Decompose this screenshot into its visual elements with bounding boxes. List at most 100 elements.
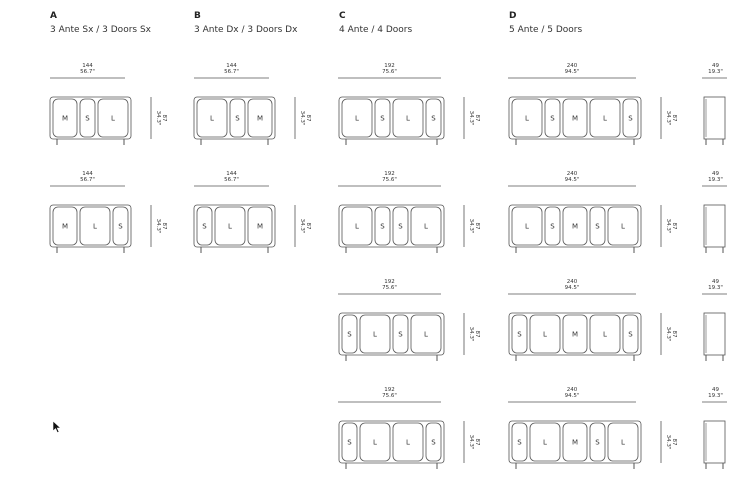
door-size-label: S (431, 115, 436, 123)
height-in-label: 34.3" (468, 327, 474, 342)
door-panel (562, 98, 588, 138)
column-b-letter: B (194, 11, 201, 21)
height-cm-label: 87 (671, 439, 677, 446)
door-size-label: S (398, 223, 403, 231)
door-size-label: S (628, 115, 633, 123)
width-in-label: 75.6" (382, 69, 397, 75)
height-in-label: 34.3" (468, 111, 474, 126)
depth-in-label: 19.3" (708, 285, 723, 291)
door-size-label: L (603, 331, 607, 339)
height-in-label: 34.3" (665, 435, 671, 450)
door-panel (511, 98, 543, 138)
door-size-label: L (406, 439, 410, 447)
cabinet-outline (508, 204, 642, 248)
door-panel (359, 314, 391, 354)
width-in-label: 56.7" (80, 69, 95, 75)
door-panel (529, 314, 561, 354)
width-in-label: 75.6" (382, 393, 397, 399)
door-panel (214, 206, 246, 246)
door-size-label: L (621, 223, 625, 231)
column-d-subtitle: 5 Ante / 5 Doors (509, 25, 583, 35)
door-panel (410, 206, 442, 246)
door-size-label: M (62, 223, 68, 231)
door-panel (589, 422, 606, 462)
door-size-label: S (550, 115, 555, 123)
door-size-label: M (257, 223, 263, 231)
door-size-label: M (572, 223, 578, 231)
height-cm-label: 87 (474, 115, 480, 122)
door-size-label: L (111, 115, 115, 123)
door-panel (392, 422, 424, 462)
door-size-label: M (572, 331, 578, 339)
door-size-label: S (235, 115, 240, 123)
side-view-outline (703, 312, 726, 356)
door-size-label: M (257, 115, 263, 123)
door-size-label: L (543, 439, 547, 447)
height-in-label: 34.3" (665, 327, 671, 342)
door-size-label: L (525, 115, 529, 123)
door-size-label: S (550, 223, 555, 231)
column-c-letter: C (339, 11, 346, 21)
door-size-label: L (543, 331, 547, 339)
door-panel (562, 422, 588, 462)
door-size-label: M (62, 115, 68, 123)
door-size-label: L (424, 331, 428, 339)
door-size-label: L (621, 439, 625, 447)
cabinet-outline (338, 96, 445, 140)
depth-in-label: 19.3" (708, 177, 723, 183)
width-in-label: 94.5" (565, 285, 580, 291)
door-panel (425, 422, 442, 462)
height-cm-label: 87 (305, 223, 311, 230)
door-size-label: L (355, 115, 359, 123)
door-panel (359, 422, 391, 462)
door-size-label: S (202, 223, 207, 231)
door-panel (97, 98, 129, 138)
door-panel (341, 314, 358, 354)
column-d-letter: D (509, 11, 517, 21)
width-in-label: 56.7" (224, 177, 239, 183)
width-cm-label: 240 (567, 63, 578, 69)
door-panel (79, 98, 96, 138)
door-panel (229, 98, 246, 138)
height-in-label: 34.3" (155, 219, 161, 234)
door-size-label: S (85, 115, 90, 123)
height-cm-label: 87 (161, 223, 167, 230)
height-cm-label: 87 (671, 115, 677, 122)
width-cm-label: 192 (384, 63, 395, 69)
door-panel (589, 314, 621, 354)
door-size-label: S (380, 223, 385, 231)
door-panel (589, 206, 606, 246)
depth-in-label: 19.3" (708, 393, 723, 399)
depth-cm-label: 49 (712, 387, 719, 393)
height-cm-label: 87 (671, 223, 677, 230)
door-size-label: L (228, 223, 232, 231)
cabinet-outline (338, 420, 445, 464)
door-size-label: S (398, 331, 403, 339)
cabinet-outline (193, 204, 276, 248)
door-panel (52, 98, 78, 138)
door-panel (341, 206, 373, 246)
cabinet-outline (49, 204, 132, 248)
door-size-label: M (572, 439, 578, 447)
cabinet-outline (508, 96, 642, 140)
door-panel (562, 314, 588, 354)
cabinet-outline (193, 96, 276, 140)
height-cm-label: 87 (474, 223, 480, 230)
door-panel (511, 314, 528, 354)
door-size-label: S (628, 331, 633, 339)
door-panel (529, 422, 561, 462)
door-size-label: S (347, 439, 352, 447)
cabinet-outline (338, 312, 445, 356)
height-cm-label: 87 (474, 331, 480, 338)
cabinet-outline (49, 96, 132, 140)
door-panel (544, 98, 561, 138)
door-panel (247, 206, 273, 246)
width-in-label: 94.5" (565, 393, 580, 399)
door-panel (374, 206, 391, 246)
width-in-label: 56.7" (80, 177, 95, 183)
door-panel (52, 206, 78, 246)
door-panel (511, 206, 543, 246)
door-panel (410, 314, 442, 354)
